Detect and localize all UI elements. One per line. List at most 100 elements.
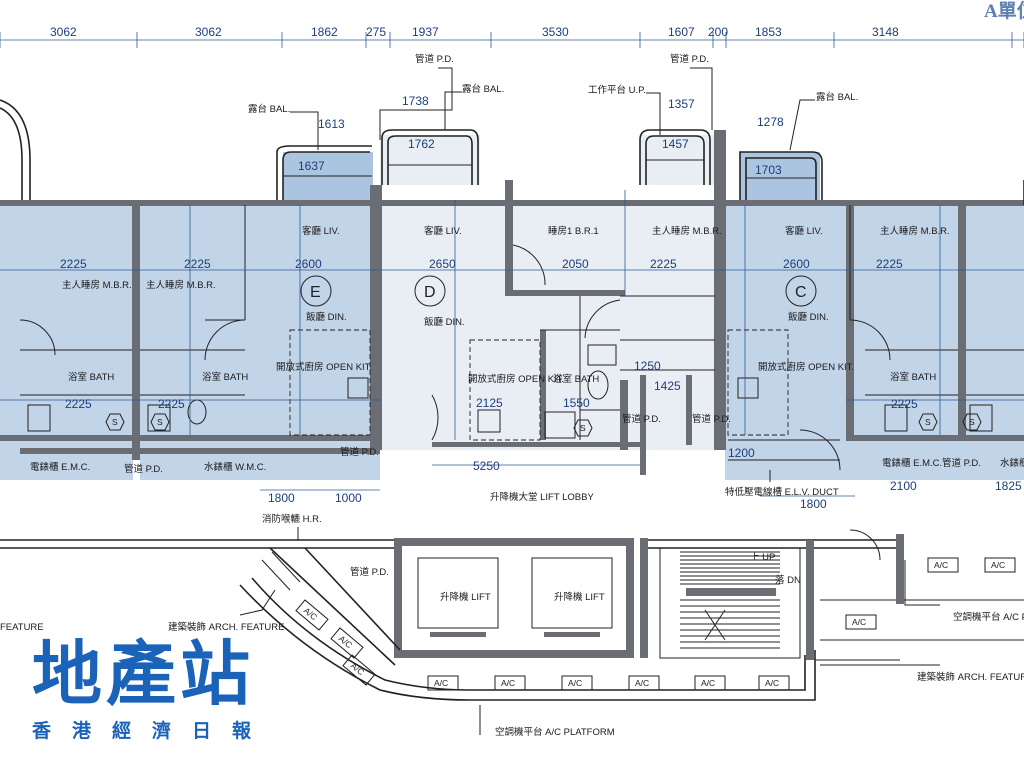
pipe-duct-label: 管道 P.D. — [124, 463, 163, 475]
staircase: 上 UP 落 DN — [640, 538, 814, 660]
svg-text:1000: 1000 — [335, 491, 362, 505]
interior-dimension-lines — [0, 190, 1024, 497]
stair-up-label: 上 UP — [750, 552, 775, 563]
svg-text:1762: 1762 — [408, 137, 435, 151]
logo-subtitle: 香港經濟日報 — [32, 720, 273, 742]
top-dimension-label: 200 — [708, 25, 728, 39]
svg-text:1613: 1613 — [318, 117, 345, 131]
svg-text:2650: 2650 — [429, 257, 456, 271]
emc-label: 電錶櫃 E.M.C. — [882, 457, 942, 469]
balcony-label: 露台 BAL. — [462, 83, 504, 95]
shower-label: S — [112, 417, 118, 427]
leader-lines — [239, 67, 940, 735]
top-dimension-label: 1607 — [668, 25, 695, 39]
bathroom-label: 浴室 BATH — [890, 371, 936, 383]
platform-labels: 空調機平台 A/C PLATFORM 空調機平台 A/C PLATFORM 建築… — [0, 611, 1024, 738]
open-kitchen-label: 開放式廚房 OPEN KIT. — [468, 373, 564, 385]
svg-text:2600: 2600 — [295, 257, 322, 271]
svg-text:2225: 2225 — [65, 397, 92, 411]
svg-text:2225: 2225 — [184, 257, 211, 271]
svg-text:2050: 2050 — [562, 257, 589, 271]
ac-label: A/C — [434, 678, 448, 688]
pipe-duct-label: 管道 P.D. — [350, 566, 389, 578]
svg-text:2600: 2600 — [783, 257, 810, 271]
top-dimension-label: 275 — [366, 25, 386, 39]
unit-marker-e: E — [310, 284, 321, 301]
interior-partitions — [20, 205, 1024, 461]
elv-duct-label: 特低壓電線槽 E.L.V. DUCT — [725, 486, 839, 498]
ac-units: A/C A/C A/C A/C A/C A/C A/C A/C A/C A/C … — [295, 557, 1016, 691]
living-label: 客廳 LIV. — [785, 225, 823, 237]
ac-label: A/C — [991, 560, 1005, 570]
dining-label: 飯廳 DIN. — [788, 311, 829, 323]
unit-marker-c: C — [795, 284, 807, 301]
master-bedroom-label: 主人睡房 M.B.R. — [62, 279, 132, 291]
master-bedroom-label: 主人睡房 M.B.R. — [146, 279, 216, 291]
top-dimension-label: 3148 — [872, 25, 899, 39]
ac-label: A/C — [501, 678, 515, 688]
svg-text:1738: 1738 — [402, 94, 429, 108]
ac-label: A/C — [934, 560, 948, 570]
bathroom-label: 浴室 BATH — [553, 373, 599, 385]
ac-platform-label: 空調機平台 A/C PLATFORM — [953, 611, 1024, 623]
ac-platform-label: 空調機平台 A/C PLATFORM — [495, 726, 615, 738]
open-kitchen-label: 開放式廚房 OPEN KIT. — [276, 361, 372, 373]
lift-lobby-label: 升降機大堂 LIFT LOBBY — [490, 491, 594, 503]
svg-text:1550: 1550 — [563, 396, 590, 410]
open-kitchen-outlines — [289, 329, 789, 441]
bathroom-label: 浴室 BATH — [202, 371, 248, 383]
master-bedroom-label: 主人睡房 M.B.R. — [880, 225, 950, 237]
top-dimension-label: 1937 — [412, 25, 439, 39]
pipe-duct-label: 管道 P.D. — [415, 53, 454, 65]
svg-text:1637: 1637 — [298, 159, 325, 173]
bedroom1-label: 睡房1 B.R.1 — [548, 225, 599, 237]
balconies — [276, 129, 823, 200]
living-label: 客廳 LIV. — [302, 225, 340, 237]
arch-feature-label: 建築裝飾 ARCH. FEATURE — [168, 621, 284, 633]
top-dimension-label: 3062 — [50, 25, 77, 39]
svg-text:1703: 1703 — [755, 163, 782, 177]
top-dimension-label: 3062 — [195, 25, 222, 39]
svg-text:2225: 2225 — [60, 257, 87, 271]
ac-label: A/C — [337, 633, 354, 650]
pipe-duct-label: 管道 P.D. — [942, 457, 981, 469]
top-dimension-label: 3530 — [542, 25, 569, 39]
wmc-label: 水錶櫃 W.M.C. — [1000, 457, 1024, 469]
svg-text:2225: 2225 — [891, 397, 918, 411]
shower-label: S — [157, 417, 163, 427]
open-kitchen-label: 開放式廚房 OPEN KIT. — [758, 361, 854, 373]
shower-label: S — [925, 417, 931, 427]
svg-text:2100: 2100 — [890, 479, 917, 493]
lift-core: 升降機 LIFT 升降機 LIFT — [0, 538, 900, 658]
emc-label: 電錶櫃 E.M.C. — [30, 461, 90, 473]
svg-text:2225: 2225 — [876, 257, 903, 271]
ac-label: A/C — [568, 678, 582, 688]
balcony-label: 露台 BAL. — [816, 91, 858, 103]
inner-dimension-values: 1738 1613 1762 1357 1457 1278 1703 1637 … — [60, 94, 1022, 511]
svg-text:1250: 1250 — [634, 359, 661, 373]
svg-text:2225: 2225 — [158, 397, 185, 411]
shower-label: S — [969, 417, 975, 427]
arch-feature-label-cut: FEATURE — [0, 622, 44, 633]
door-swings — [19, 244, 891, 561]
svg-text:1457: 1457 — [662, 137, 689, 151]
dining-label: 飯廳 DIN. — [424, 316, 465, 328]
svg-text:1200: 1200 — [728, 446, 755, 460]
lift-label: 升降機 LIFT — [440, 591, 491, 603]
svg-text:1800: 1800 — [268, 491, 295, 505]
svg-text:5250: 5250 — [473, 459, 500, 473]
ac-label: A/C — [701, 678, 715, 688]
room-labels: 露台 BAL. 露台 BAL. 露台 BAL. 管道 P.D. 管道 P.D. … — [30, 53, 1024, 578]
svg-text:1800: 1800 — [800, 497, 827, 511]
ac-label: A/C — [302, 605, 319, 622]
fire-hose-reel-label: 消防喉轆 H.R. — [262, 513, 322, 525]
left-balcony-curve — [0, 99, 1024, 205]
living-label: 客廳 LIV. — [424, 225, 462, 237]
top-dimension-label: 1853 — [755, 25, 782, 39]
logo-title: 地產站 — [32, 633, 254, 715]
svg-text:1357: 1357 — [668, 97, 695, 111]
pipe-duct-label: 管道 P.D. — [692, 413, 731, 425]
ac-label: A/C — [765, 678, 779, 688]
wmc-label: 水錶櫃 W.M.C. — [204, 461, 266, 473]
